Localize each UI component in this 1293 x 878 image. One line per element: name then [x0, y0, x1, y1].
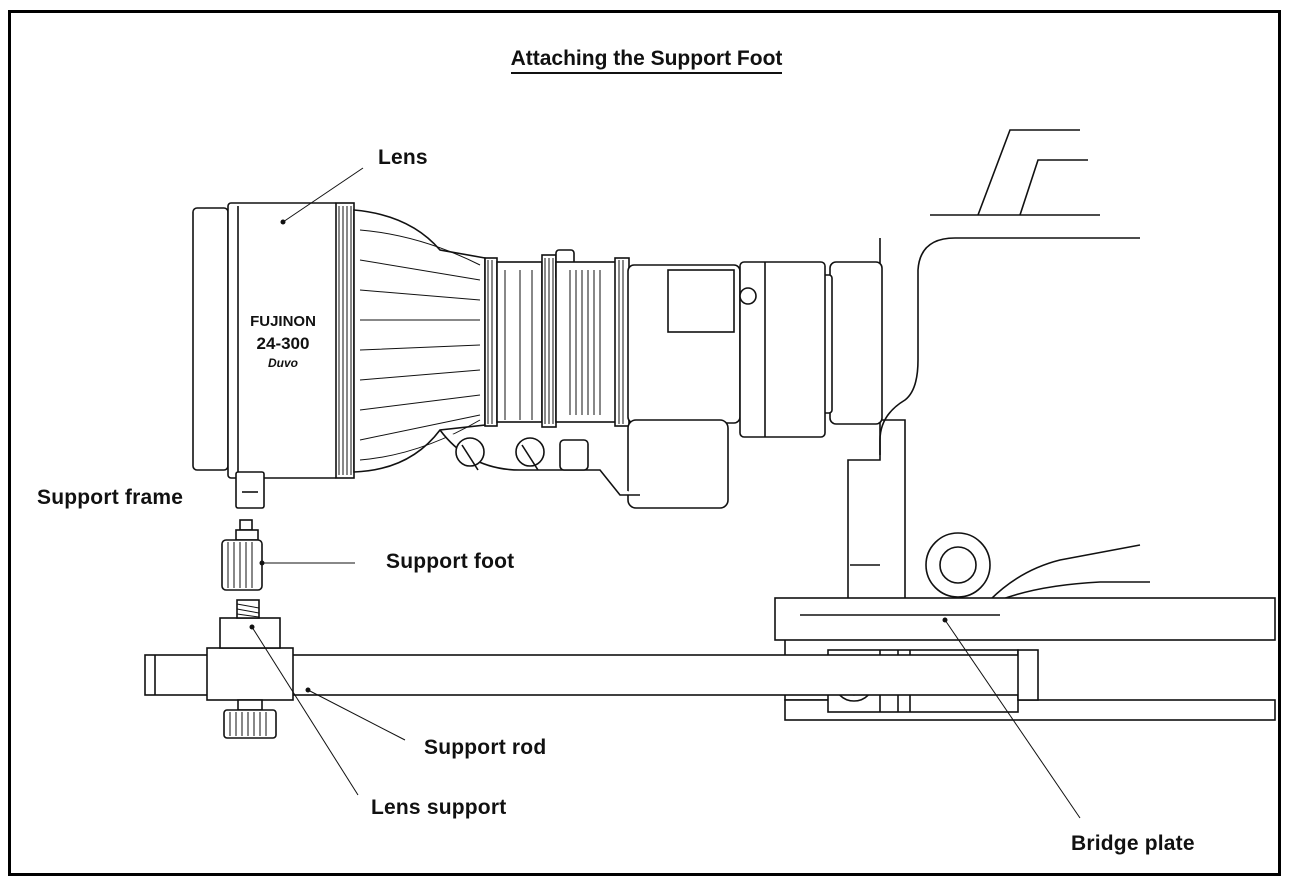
leader-lines [249, 167, 1081, 819]
label-support-rod: Support rod [424, 736, 547, 759]
diagram-border [8, 10, 1281, 876]
leader-support-rod [307, 689, 406, 741]
label-support-frame: Support frame [37, 486, 184, 509]
leader-bridge-plate [944, 619, 1081, 819]
diagram-title: Attaching the Support Foot [0, 47, 1293, 74]
label-lens-support: Lens support [371, 796, 507, 819]
lens-support-drawing [206, 599, 294, 739]
label-support-foot: Support foot [386, 550, 515, 573]
lens-series-text: Duvo [268, 356, 298, 370]
label-bridge-plate: Bridge plate [1071, 832, 1195, 855]
lens-drawing [192, 202, 826, 509]
leader-lens-support [251, 626, 359, 796]
lens-brand-text: FUJINON [250, 313, 316, 330]
label-lens: Lens [378, 146, 428, 169]
camera-body [817, 129, 1150, 601]
lens-model-text: 24-300 [257, 334, 310, 353]
support-foot-drawing [221, 519, 263, 591]
leader-lens [282, 167, 364, 223]
